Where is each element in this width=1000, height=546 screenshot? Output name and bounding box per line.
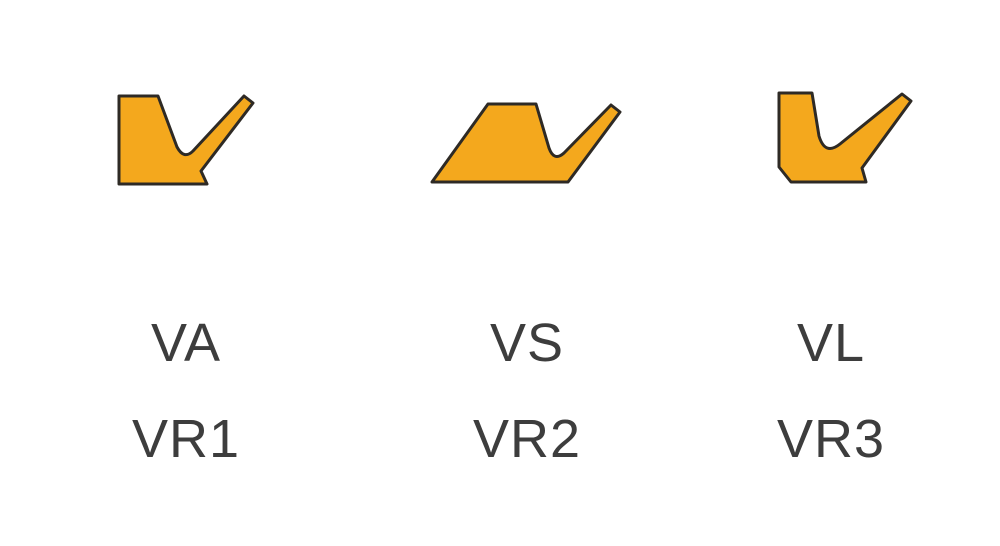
v-ring-profile-vs-shape — [430, 102, 622, 184]
label-profile-vs: VS — [489, 313, 565, 373]
label-profile-vl: VL — [796, 313, 866, 373]
v-ring-profile-vl-shape — [777, 91, 913, 184]
label-series-vr1: VR1 — [131, 409, 241, 469]
label-series-vr2: VR2 — [472, 409, 582, 469]
label-series-vr3: VR3 — [776, 409, 886, 469]
v-ring-profile-va-shape — [117, 94, 255, 186]
label-profile-va: VA — [150, 313, 222, 373]
